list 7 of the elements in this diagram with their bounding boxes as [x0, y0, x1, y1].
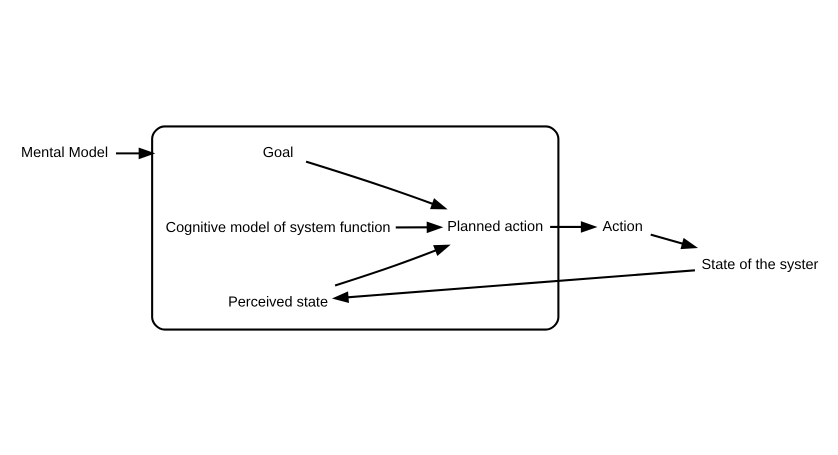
node-text: Cognitive model of system function [166, 219, 390, 236]
node-text: Perceived state [228, 294, 328, 310]
node-text: Action [602, 218, 643, 234]
node-text: State of the syster [702, 256, 818, 273]
node-text: Planned action [447, 218, 544, 234]
node-text: Mental Model [21, 144, 108, 161]
node-text: Goal [262, 144, 294, 161]
